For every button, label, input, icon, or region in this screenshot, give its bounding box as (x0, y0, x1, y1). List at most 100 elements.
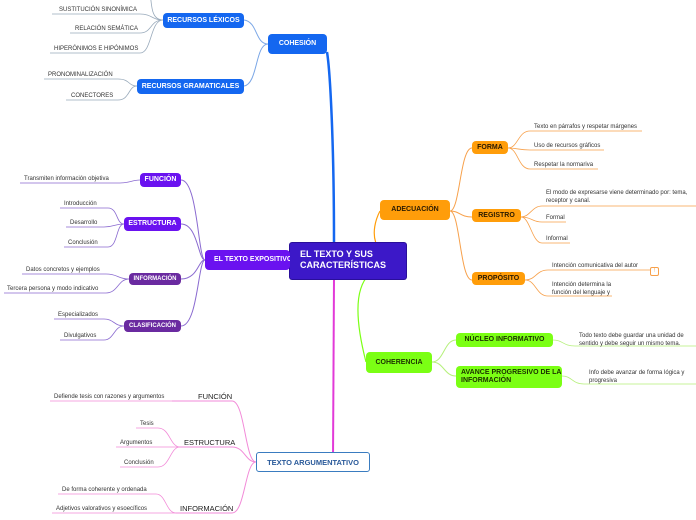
leaf-argumentos[interactable]: Argumentos (120, 440, 152, 447)
cohesion-label: COHESIÓN (278, 40, 317, 47)
leaf-informal[interactable]: Informal (546, 236, 568, 243)
leaf-texto-parrafos[interactable]: Texto en párrafos y respetar márgenes (534, 124, 637, 131)
exp-funcion-node[interactable]: FUNCIÓN (140, 173, 181, 187)
exp-estructura-label: ESTRUCTURA (128, 220, 177, 227)
leaf-text: Formal (546, 215, 565, 221)
exp-estructura-node[interactable]: ESTRUCTURA (124, 217, 181, 231)
nucleo-informativo-node[interactable]: NÚCLEO INFORMATIVO (456, 333, 553, 347)
recursos-lexicos-label: RECURSOS LÉXICOS (167, 16, 240, 24)
leaf-text: Especializados (58, 312, 99, 318)
leaf-text: HIPERÓNIMOS E HIPÓNIMOS (54, 46, 139, 52)
warning-icon[interactable]: ! (650, 267, 659, 276)
avance-progresivo-label: AVANCE PROGRESIVO DE LA INFORMACIÓN (461, 369, 562, 384)
leaf-text: Transmiten información objetiva (24, 176, 109, 182)
leaf-transmiten[interactable]: Transmiten información objetiva (24, 176, 109, 183)
leaf-conclusion-arg[interactable]: Conclusión (124, 460, 154, 467)
leaf-text: Argumentos (120, 440, 153, 446)
nucleo-informativo-label: NÚCLEO INFORMATIVO (464, 336, 545, 343)
leaf-text: Defiende tesis con razones y argumentos (54, 394, 165, 400)
texto-argumentativo-label: TEXTO ARGUMENTATIVO (267, 457, 359, 467)
proposito-label: PROPÓSITO (477, 274, 520, 282)
arg-estructura-node[interactable]: ESTRUCTURA (184, 438, 235, 447)
leaf-conectores[interactable]: CONECTORES (71, 93, 113, 100)
leaf-avanzar-logica[interactable]: Info debe avanzar de forma lógica y prog… (589, 370, 689, 385)
exp-clasificacion-node[interactable]: CLASIFICACIÓN (124, 320, 181, 332)
leaf-text: RELACIÓN SEMÁTICA (75, 26, 139, 32)
leaf-text: Tercera persona y modo indicativo (7, 286, 99, 292)
leaf-text: Tesis (140, 421, 154, 427)
coherencia-node[interactable]: COHERENCIA (366, 352, 432, 373)
leaf-text: PRONOMINALIZACIÓN (48, 72, 113, 78)
arg-funcion-node[interactable]: FUNCIÓN (198, 392, 232, 401)
forma-node[interactable]: FORMA (472, 141, 508, 154)
leaf-adjetivos[interactable]: Adjetivos valorativos y esoecíficos (56, 506, 147, 513)
leaf-text: SUSTITUCIÓN SINONÍMICA (59, 7, 138, 13)
leaf-coherente-ordenada[interactable]: De forma coherente y ordenada (62, 487, 147, 494)
leaf-text: Introducción (64, 201, 97, 207)
leaf-text: Respetar la normariva (534, 162, 594, 168)
leaf-introduccion[interactable]: Introducción (64, 201, 97, 208)
leaf-text: Conclusión (68, 240, 98, 246)
proposito-node[interactable]: PROPÓSITO (472, 272, 525, 285)
texto-argumentativo-node[interactable]: TEXTO ARGUMENTATIVO (256, 452, 370, 472)
adecuacion-label: ADECUACIÓN (391, 206, 439, 213)
root-topic-label: EL TEXTO Y SUS CARACTERÍSTICAS (300, 249, 387, 270)
avance-progresivo-node[interactable]: AVANCE PROGRESIVO DE LA INFORMACIÓN (456, 366, 562, 388)
leaf-pronominalizacion[interactable]: PRONOMINALIZACIÓN (48, 72, 113, 79)
leaf-divulgativos[interactable]: Divulgativos (64, 333, 96, 340)
leaf-relacion[interactable]: RELACIÓN SEMÁTICA (75, 26, 138, 33)
leaf-text: Adjetivos valorativos y esoecíficos (56, 506, 148, 512)
leaf-text: Todo texto debe guardar una unidad de se… (579, 333, 684, 347)
leaf-unidad-sentido[interactable]: Todo texto debe guardar una unidad de se… (579, 333, 696, 348)
texto-expositivo-node[interactable]: EL TEXTO EXPOSITIVO (205, 250, 290, 270)
leaf-text: Info debe avanzar de forma lógica y prog… (589, 370, 685, 384)
leaf-text: Desarrollo (70, 220, 98, 226)
arg-funcion-label: FUNCIÓN (198, 392, 233, 401)
forma-label: FORMA (477, 143, 503, 151)
exp-informacion-label: INFORMACIÓN (133, 276, 177, 282)
exp-informacion-node[interactable]: INFORMACIÓN (129, 273, 181, 285)
leaf-sustitucion[interactable]: SUSTITUCIÓN SINONÍMICA (59, 7, 137, 14)
leaf-defiende-tesis[interactable]: Defiende tesis con razones y argumentos (54, 394, 164, 401)
leaf-desarrollo[interactable]: Desarrollo (70, 220, 97, 227)
leaf-text: Informal (546, 236, 568, 242)
leaf-conclusion-exp[interactable]: Conclusión (68, 240, 98, 247)
leaf-text: Intención determina la función del lengu… (552, 282, 612, 296)
root-topic[interactable]: EL TEXTO Y SUS CARACTERÍSTICAS (290, 243, 406, 279)
leaf-recursos-graficos[interactable]: Uso de recursos gráficos (534, 143, 600, 150)
texto-expositivo-label: EL TEXTO EXPOSITIVO (214, 256, 290, 263)
registro-node[interactable]: REGISTRO (472, 209, 521, 222)
leaf-text: Conclusión (124, 460, 154, 466)
leaf-tercera-persona[interactable]: Tercera persona y modo indicativo (7, 286, 98, 293)
adecuacion-node[interactable]: ADECUACIÓN (380, 200, 450, 220)
leaf-tesis[interactable]: Tesis (140, 421, 154, 428)
warning-icon-glyph: ! (653, 268, 656, 274)
recursos-gramaticales-node[interactable]: RECURSOS GRAMATICALES (137, 79, 244, 94)
leaf-text: Datos concretos y ejemplos (26, 267, 100, 273)
leaf-formal[interactable]: Formal (546, 215, 565, 222)
leaf-hiperonimos[interactable]: HIPERÓNIMOS E HIPÓNIMOS (54, 46, 138, 53)
recursos-gramaticales-label: RECURSOS GRAMATICALES (141, 82, 240, 90)
leaf-text: De forma coherente y ordenada (62, 487, 147, 493)
leaf-intencion-autor[interactable]: Intención comunicativa del autor (552, 263, 638, 270)
registro-label: REGISTRO (478, 211, 515, 219)
leaf-text: Divulgativos (64, 333, 97, 339)
leaf-modo-expresarse[interactable]: El modo de expresarse viene determinado … (546, 190, 696, 205)
leaf-datos[interactable]: Datos concretos y ejemplos (26, 267, 100, 274)
arg-estructura-label: ESTRUCTURA (184, 438, 236, 447)
leaf-normariva[interactable]: Respetar la normariva (534, 162, 593, 169)
arg-informacion-node[interactable]: INFORMACIÓN (180, 504, 233, 513)
leaf-intencion-funcion[interactable]: Intención determina la función del lengu… (552, 282, 622, 297)
leaf-text: CONECTORES (71, 93, 114, 99)
leaf-text: Intención comunicativa del autor (552, 263, 639, 269)
coherencia-label: COHERENCIA (375, 358, 423, 366)
cohesion-node[interactable]: COHESIÓN (268, 34, 327, 54)
exp-clasificacion-label: CLASIFICACIÓN (129, 323, 176, 329)
leaf-especializados[interactable]: Especializados (58, 312, 98, 319)
exp-funcion-label: FUNCIÓN (144, 176, 177, 183)
recursos-lexicos-node[interactable]: RECURSOS LÉXICOS (163, 13, 244, 28)
leaf-text: Texto en párrafos y respetar márgenes (534, 124, 638, 130)
arg-informacion-label: INFORMACIÓN (180, 504, 234, 513)
leaf-text: Uso de recursos gráficos (534, 143, 601, 149)
